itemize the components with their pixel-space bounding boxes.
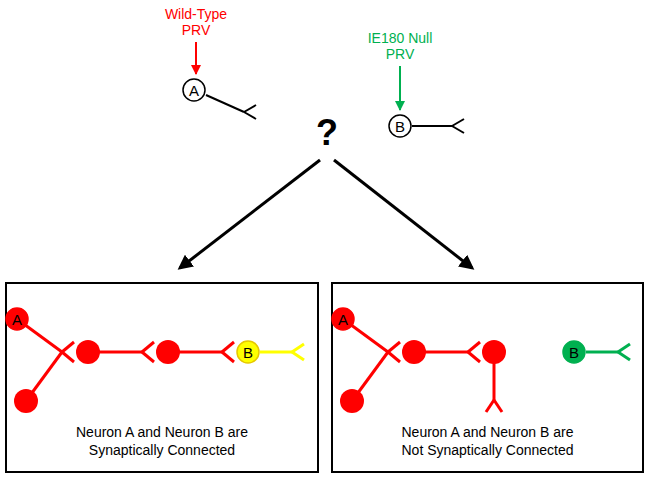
panel-caption: Neuron A and Neuron B are Synaptically C… bbox=[64, 424, 260, 459]
neuron-a: A bbox=[182, 78, 206, 102]
virus-label: Wild-Type PRV bbox=[154, 6, 238, 38]
infected-neuron bbox=[340, 340, 506, 413]
neuron-b: B bbox=[562, 340, 586, 364]
injection-arrow bbox=[195, 42, 197, 74]
infected-neuron bbox=[14, 340, 180, 413]
question-mark: ? bbox=[307, 112, 347, 153]
neuron-b: B bbox=[388, 114, 412, 138]
panel-caption: Neuron A and Neuron B are Not Synaptical… bbox=[390, 424, 586, 459]
coinfected-axon bbox=[260, 344, 304, 360]
infected-circuit bbox=[17, 319, 234, 401]
outcome-panel: Neuron A and Neuron B are Not Synaptical… bbox=[331, 282, 644, 473]
neuron-a: A bbox=[5, 307, 29, 331]
injection-arrow bbox=[399, 66, 401, 110]
outcome-arrow bbox=[334, 160, 472, 268]
neuron-b: B bbox=[236, 340, 260, 364]
neuron-letter: A bbox=[189, 83, 199, 98]
neuron-letter: B bbox=[569, 345, 579, 360]
uninfected-axon bbox=[586, 344, 630, 360]
outcome-arrow bbox=[180, 160, 320, 268]
infected-circuit bbox=[343, 319, 502, 412]
virus-label: IE180 Null PRV bbox=[358, 30, 442, 62]
neuron-letter: B bbox=[243, 345, 253, 360]
neuron-letter: A bbox=[338, 312, 348, 327]
neuron-letter: A bbox=[12, 312, 22, 327]
axon bbox=[206, 95, 256, 119]
outcome-panel: Neuron A and Neuron B are Synaptically C… bbox=[5, 282, 319, 473]
axon bbox=[412, 119, 464, 133]
neuron-a: A bbox=[331, 307, 355, 331]
neuron-letter: B bbox=[395, 119, 405, 134]
